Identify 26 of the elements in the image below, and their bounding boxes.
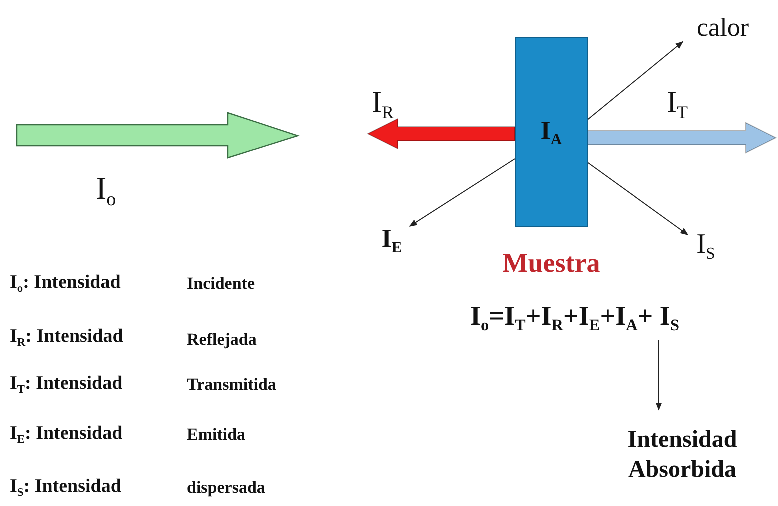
- edge-label: I$_{T}$: [667, 86, 688, 124]
- symbol-label: I$_{E}$: Intensidad: [10, 423, 123, 446]
- arrow: [588, 41, 684, 120]
- node-label: I$_{o}$=I$_{T}$+I$_{R}$+I$_{E}$+I$_{A}$+ I$_{S}$: [470, 300, 680, 336]
- node-label: Intensidad Absorbida: [626, 426, 738, 485]
- definition-text: Incidente: [187, 274, 255, 294]
- node-label: I$_{E}$: [382, 222, 402, 258]
- node-label: I$_{S}$: [696, 228, 716, 265]
- arrow: [656, 340, 662, 411]
- sample-caption: Muestra: [502, 248, 600, 279]
- symbol-label: I$_{o}$: Intensidad: [10, 272, 121, 295]
- symbol-label: I$_{T}$: Intensidad: [10, 373, 123, 396]
- block-arrow: [588, 122, 778, 154]
- definition-text: Transmitida: [187, 375, 276, 395]
- definition-text: Reflejada: [187, 330, 257, 350]
- symbol-label: I$_{S}$: Intensidad: [10, 476, 122, 499]
- block-arrow: [366, 118, 516, 150]
- edge-label: I$_{R}$: [372, 86, 394, 124]
- node-label: calor: [697, 12, 749, 44]
- definition-text: dispersada: [187, 478, 266, 498]
- definition-text: Emitida: [187, 425, 246, 445]
- beam-label: I$_{o}$: [96, 170, 116, 212]
- arrow: [588, 162, 689, 236]
- sample-label: I$_{A}$: [540, 114, 562, 150]
- symbol-label: I$_{R}$: Intensidad: [10, 326, 124, 349]
- arrow: [409, 158, 516, 227]
